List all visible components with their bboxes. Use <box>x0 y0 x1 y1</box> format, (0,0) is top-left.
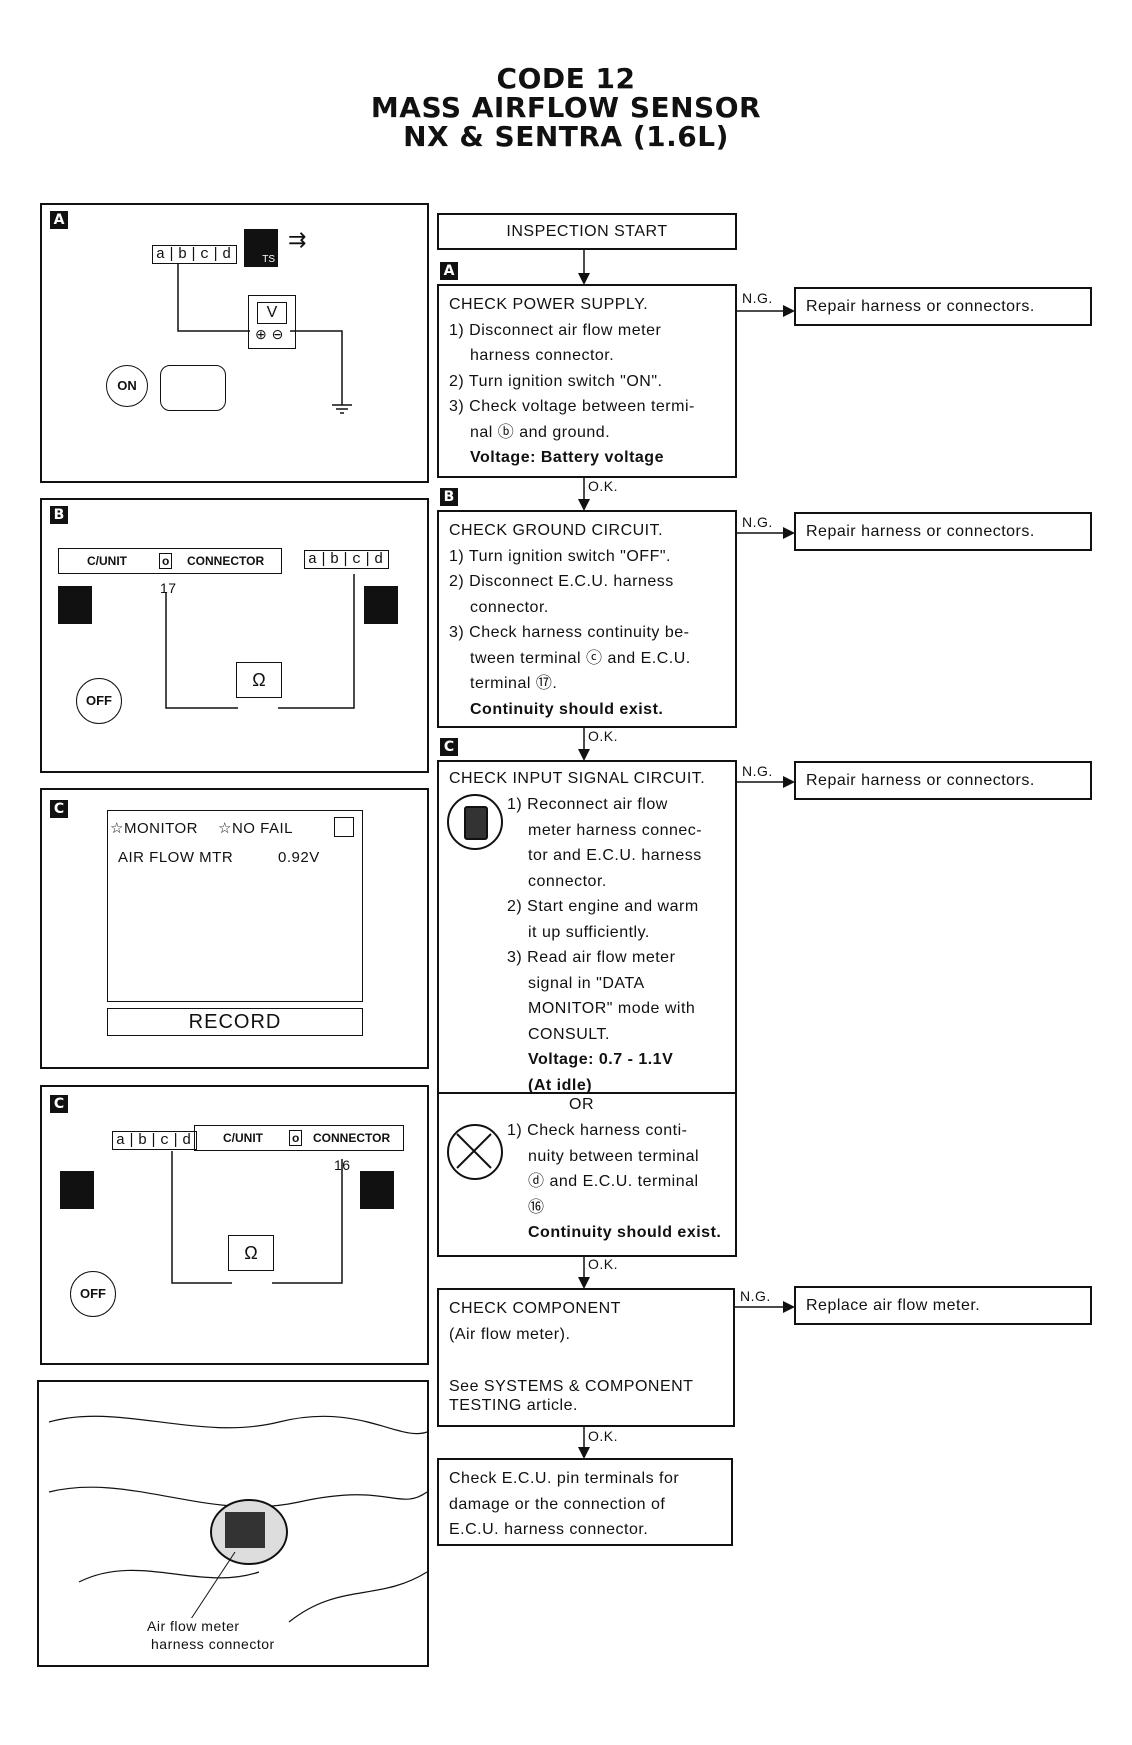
air-flow-value: 0.92V <box>278 849 320 866</box>
ignition-key-icon: OFF <box>70 1271 116 1317</box>
check-component-box: CHECK COMPONENT (Air flow meter). See SY… <box>437 1288 735 1427</box>
panel-c2: C a|b|c|d C/UNIT o CONNECTOR 16 Ω OFF <box>40 1085 429 1365</box>
ohmmeter-icon: Ω <box>236 662 282 698</box>
panel-a: A a|b|c|d TS ⇉ V ⊕ ⊖ ON <box>40 203 429 483</box>
record-button: RECORD <box>107 1008 363 1036</box>
pin-17-label: 17 <box>160 580 177 596</box>
panel-a-connector: a|b|c|d <box>152 245 238 264</box>
no-fail-label: ☆NO FAIL <box>218 820 293 837</box>
engine-icon <box>160 365 226 411</box>
panel-a-wiring <box>177 263 352 414</box>
check-ecu-pins-box: Check E.C.U. pin terminals for damage or… <box>437 1458 733 1546</box>
ignition-key-icon: OFF <box>76 678 122 724</box>
check-ground-circuit-box: CHECK GROUND CIRCUIT. 1) Turn ignition s… <box>437 510 737 728</box>
panel-c2-tag: C <box>50 1095 68 1113</box>
step-b-ng-label: N.G. <box>742 514 773 530</box>
replace-air-flow-meter-box: Replace air flow meter. <box>794 1286 1092 1325</box>
step-a-ng-label: N.G. <box>742 290 773 306</box>
no-consult-icon <box>447 1124 503 1180</box>
panel-b-wiring <box>165 574 355 709</box>
status-box <box>334 817 354 837</box>
panel-b-tag: B <box>50 506 68 524</box>
step-a-tag: A <box>440 262 458 280</box>
hs-icon <box>360 1171 394 1209</box>
step-a-ok-label: O.K. <box>588 478 619 494</box>
step-c-ng-label: N.G. <box>742 763 773 779</box>
panel-c2-wiring <box>171 1151 343 1284</box>
step-d-ok-label: O.K. <box>588 1428 619 1444</box>
inspection-start-box: INSPECTION START <box>437 213 737 250</box>
disconnect-icon: ⇉ <box>288 227 307 252</box>
panel-c1: C ☆MONITOR ☆NO FAIL AIR FLOW MTR 0.92V R… <box>40 788 429 1069</box>
panel-b-connector: a|b|c|d <box>304 550 390 569</box>
consult-icon <box>447 794 503 850</box>
panel-b: B C/UNIT o CONNECTOR a|b|c|d 17 Ω OFF <box>40 498 429 773</box>
engine-bay-sketch <box>48 1415 428 1623</box>
c-unit-connector: C/UNIT o CONNECTOR <box>58 548 282 574</box>
ts-icon: TS <box>244 229 278 267</box>
model-title: NX & SENTRA (1.6L) <box>403 120 729 153</box>
air-flow-item: AIR FLOW MTR <box>118 849 234 866</box>
panel-c2-connector: a|b|c|d <box>112 1131 198 1150</box>
air-flow-caption-1: Air flow meter <box>147 1618 240 1634</box>
check-input-signal-box: CHECK INPUT SIGNAL CIRCUIT. 1) Reconnect… <box>437 760 737 1257</box>
c-unit-connector: C/UNIT o CONNECTOR <box>194 1125 404 1151</box>
air-flow-caption-2: harness connector <box>151 1636 275 1652</box>
ignition-key-icon: ON <box>106 365 148 407</box>
step-a-repair-box: Repair harness or connectors. <box>794 287 1092 326</box>
step-d-ng-label: N.G. <box>740 1288 771 1304</box>
code-title: CODE 12 <box>496 62 636 95</box>
ts-icon <box>364 586 398 624</box>
step-b-tag: B <box>440 488 458 506</box>
engine-bay-illustration: Air flow meter harness connector <box>37 1380 429 1667</box>
step-c-repair-box: Repair harness or connectors. <box>794 761 1092 800</box>
panel-a-tag: A <box>50 211 68 229</box>
monitor-label: ☆MONITOR <box>110 820 199 837</box>
step-c-tag: C <box>440 738 458 756</box>
step-b-ok-label: O.K. <box>588 728 619 744</box>
hs-icon <box>58 586 92 624</box>
or-divider <box>437 1092 737 1094</box>
sensor-title: MASS AIRFLOW SENSOR <box>370 91 762 124</box>
step-b-repair-box: Repair harness or connectors. <box>794 512 1092 551</box>
consult-screen: ☆MONITOR ☆NO FAIL AIR FLOW MTR 0.92V <box>107 810 363 1002</box>
or-label: OR <box>569 1096 594 1113</box>
ts-icon <box>60 1171 94 1209</box>
panel-c1-tag: C <box>50 800 68 818</box>
ohmmeter-icon: Ω <box>228 1235 274 1271</box>
step-c-ok-label: O.K. <box>588 1256 619 1272</box>
voltmeter-icon: V ⊕ ⊖ <box>248 295 296 349</box>
check-power-supply-box: CHECK POWER SUPPLY. 1) Disconnect air fl… <box>437 284 737 478</box>
